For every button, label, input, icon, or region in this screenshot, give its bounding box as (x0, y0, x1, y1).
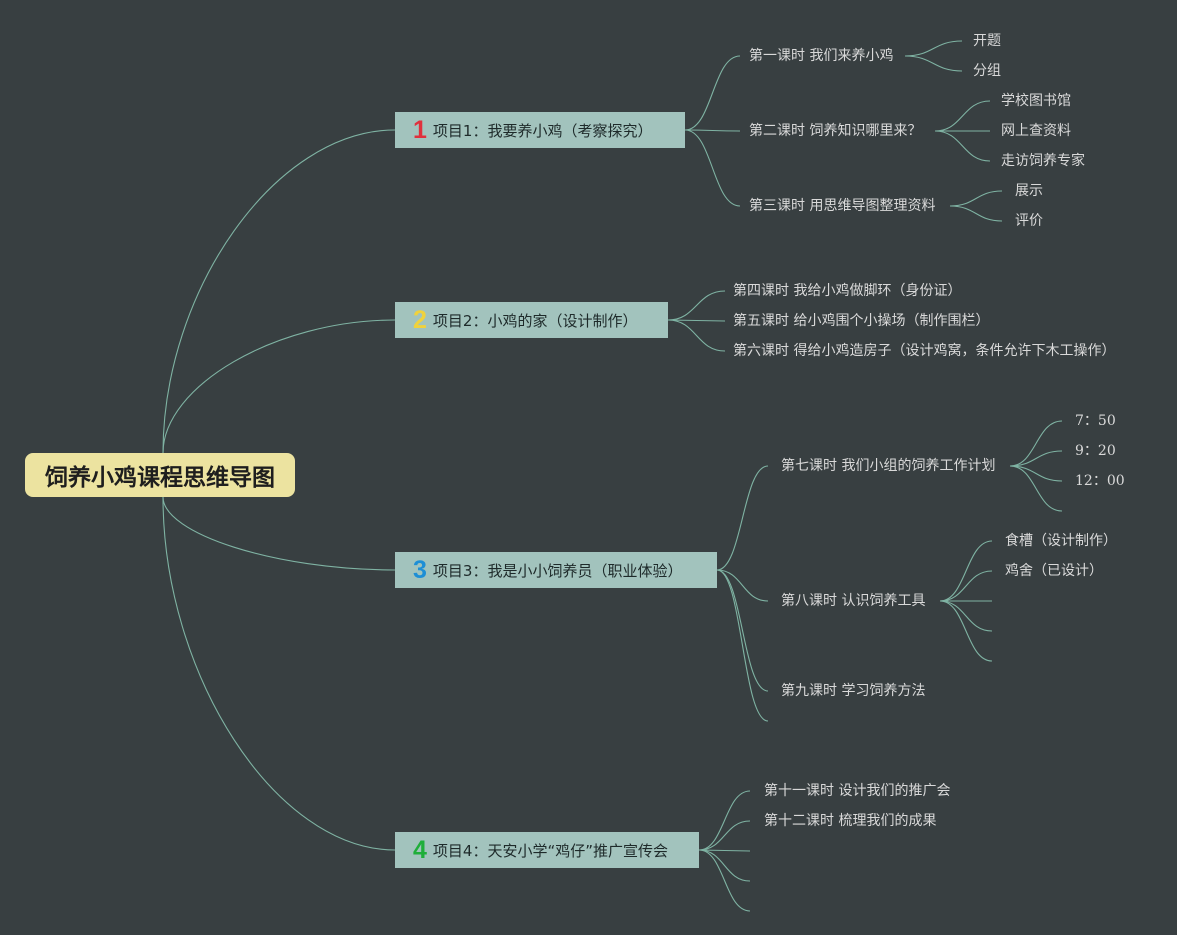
connector-line (716, 569, 769, 722)
project-node-1[interactable]: 1 项目1：我要养小鸡（考察探究） (395, 112, 685, 148)
lesson-node[interactable]: 第九课时 学习饲养方法 (781, 683, 926, 699)
connector-line (698, 849, 751, 852)
connector-line (684, 129, 741, 207)
number-3-badge: 3 (413, 555, 427, 584)
root-branch-line (162, 496, 396, 571)
connector-line (949, 190, 1003, 207)
sub-node[interactable]: 评价 (1015, 213, 1043, 229)
lesson-node[interactable]: 第十二课时 梳理我们的成果 (764, 813, 937, 829)
number-4-badge: 4 (413, 835, 427, 864)
sub-node[interactable]: 食槽（设计制作） (1005, 533, 1117, 549)
time-node[interactable]: 9：20 (1075, 443, 1116, 459)
project-node-2[interactable]: 2 项目2：小鸡的家（设计制作） (395, 302, 668, 338)
connector-line (904, 55, 963, 72)
connector-line (1009, 465, 1063, 512)
lesson-node[interactable]: 第三课时 用思维导图整理资料 (749, 198, 936, 214)
sub-node[interactable]: 分组 (973, 63, 1001, 79)
time-node[interactable]: 12：00 (1075, 473, 1125, 489)
connector-line (684, 55, 741, 131)
connector-line (934, 100, 991, 132)
connector-line (939, 540, 993, 602)
sub-node[interactable]: 展示 (1015, 183, 1043, 199)
sub-node[interactable]: 鸡舍（已设计） (1005, 563, 1103, 579)
project-label: 项目2：小鸡的家（设计制作） (432, 311, 638, 330)
project-label: 项目1：我要养小鸡（考察探究） (432, 121, 653, 140)
lesson-node[interactable]: 第四课时 我给小鸡做脚环（身份证） (733, 283, 962, 299)
root-branch-line (162, 319, 396, 454)
connector-line (698, 790, 751, 851)
connector-line (716, 569, 769, 692)
sub-node[interactable]: 学校图书馆 (1001, 93, 1071, 109)
connector-line (698, 849, 751, 882)
lesson-node[interactable]: 第五课时 给小鸡围个小操场（制作围栏） (733, 313, 990, 329)
connector-line (904, 40, 963, 57)
lesson-node[interactable]: 第十一课时 设计我们的推广会 (764, 783, 951, 799)
connector-line (1009, 465, 1063, 482)
connector-line (1009, 420, 1063, 467)
connector-line (716, 465, 769, 571)
connector-line (1009, 450, 1063, 467)
root-branch-line (162, 129, 396, 454)
project-node-4[interactable]: 4 项目4：天安小学“鸡仔”推广宣传会 (395, 832, 699, 868)
connector-line (939, 570, 993, 602)
connector-line (667, 319, 726, 352)
connector-line (667, 319, 726, 322)
project-label: 项目3：我是小小饲养员（职业体验） (432, 561, 683, 580)
time-node[interactable]: 7：50 (1075, 413, 1116, 429)
connector-line (939, 600, 993, 662)
number-1-badge: 1 (413, 115, 427, 144)
lesson-node[interactable]: 第八课时 认识饲养工具 (781, 593, 926, 609)
connector-line (716, 569, 769, 602)
connector-line (939, 600, 993, 632)
connector-line (934, 130, 991, 162)
connector-line (684, 129, 741, 132)
connector-line (698, 820, 751, 851)
lesson-node[interactable]: 第一课时 我们来养小鸡 (749, 48, 894, 64)
project-label: 项目4：天安小学“鸡仔”推广宣传会 (432, 841, 668, 860)
lesson-node[interactable]: 第七课时 我们小组的饲养工作计划 (781, 458, 996, 474)
sub-node[interactable]: 网上查资料 (1001, 123, 1071, 139)
root-node-title[interactable]: 饲养小鸡课程思维导图 (25, 453, 295, 497)
sub-node[interactable]: 开题 (973, 33, 1001, 49)
sub-node[interactable]: 走访饲养专家 (1001, 153, 1085, 169)
lesson-node[interactable]: 第二课时 饲养知识哪里来？ (749, 123, 922, 139)
connector-line (667, 290, 726, 321)
root-branch-line (162, 496, 396, 851)
number-2-badge: 2 (413, 305, 427, 334)
lesson-node[interactable]: 第六课时 得给小鸡造房子（设计鸡窝，条件允许下木工操作） (733, 343, 1116, 359)
connector-line (949, 205, 1003, 222)
project-node-3[interactable]: 3 项目3：我是小小饲养员（职业体验） (395, 552, 717, 588)
connector-line (698, 849, 751, 912)
